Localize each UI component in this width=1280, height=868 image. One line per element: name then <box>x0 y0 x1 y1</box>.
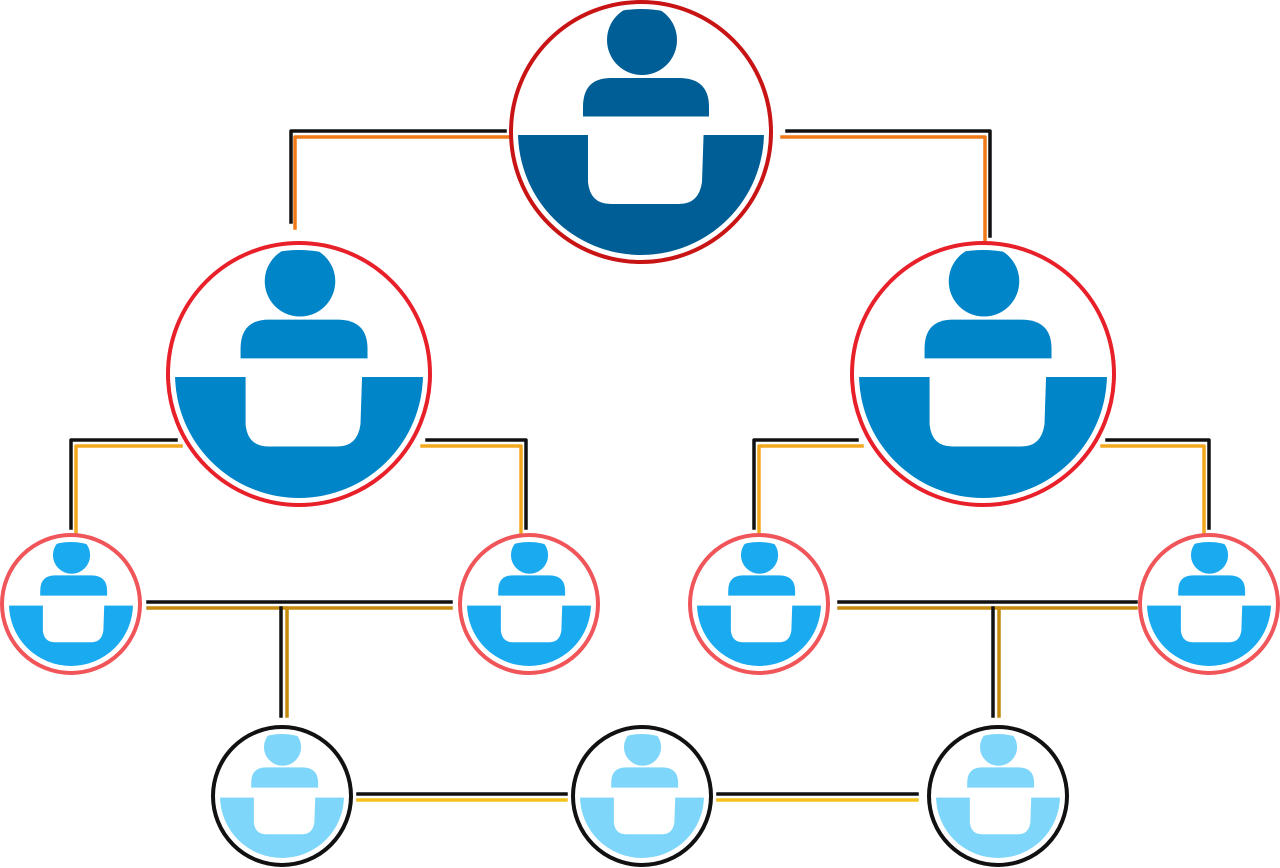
node-mid-left <box>166 241 432 507</box>
connector-base-1-to-base-2 <box>356 792 568 802</box>
connector-mid-left-to-low-2 <box>420 438 528 536</box>
node-base-3 <box>927 725 1069 867</box>
person-at-desk-icon <box>936 734 1060 858</box>
connector-low-3-to-low-4 <box>837 600 1138 610</box>
node-top <box>509 0 773 264</box>
person-at-desk-icon <box>1147 542 1271 666</box>
connector-mid-right-to-low-4 <box>1100 438 1211 536</box>
connector-mid-left-to-low-1 <box>69 438 183 536</box>
connector-mid-right-to-low-3 <box>752 438 864 536</box>
connector-base-2-to-base-3 <box>716 792 919 802</box>
node-low-2 <box>458 533 600 675</box>
connectors <box>69 129 1211 802</box>
node-base-2 <box>571 725 713 867</box>
connector-top-to-mid-left <box>289 129 511 230</box>
node-low-4 <box>1138 533 1280 675</box>
connector-low-pair-to-base-3 <box>991 606 1001 718</box>
node-low-1 <box>0 533 142 675</box>
node-base-1 <box>211 725 353 867</box>
node-mid-right <box>850 241 1116 507</box>
connector-low-pair-to-base-1 <box>279 606 289 718</box>
person-at-desk-icon <box>175 250 423 498</box>
node-low-3 <box>688 533 830 675</box>
person-at-desk-icon <box>580 734 704 858</box>
person-at-desk-icon <box>220 734 344 858</box>
connector-low-1-to-low-2 <box>146 600 453 610</box>
connector-top-to-mid-right <box>780 129 992 244</box>
